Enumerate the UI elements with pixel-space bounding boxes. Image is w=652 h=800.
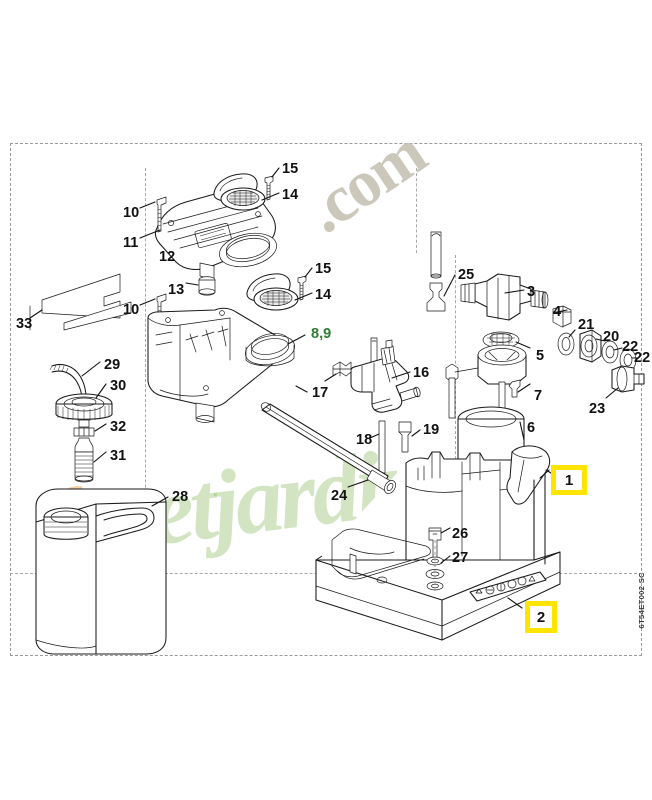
part-24-spray-wand (260, 402, 396, 494)
callout-number-3: 3 (527, 284, 536, 300)
callout-number-14: 14 (282, 187, 299, 203)
callout-number-4: 4 (553, 304, 562, 320)
part-33-label-set (29, 273, 132, 331)
part-21-o-ring (557, 329, 576, 356)
part-3-valve-body (460, 273, 549, 321)
callout-number-24: 24 (331, 488, 348, 504)
part-29-30-31-32-cap-assembly (49, 361, 113, 483)
callout-number-6: 6 (527, 420, 536, 436)
callout-number-8-9: 8,9 (311, 326, 332, 342)
callout-number-15: 15 (282, 161, 299, 177)
part-8-9-tank-housing (147, 307, 308, 423)
callout-number-5: 5 (536, 348, 545, 364)
callout-number-26: 26 (452, 526, 469, 542)
callout-number-22: 22 (622, 339, 639, 355)
callout-number-29: 29 (104, 357, 121, 373)
part-22-washer-a (601, 340, 623, 364)
callout-number-20: 20 (603, 329, 620, 345)
part-2-warning-decal (469, 571, 547, 609)
highlight-box-2[interactable]: 2 (525, 601, 557, 633)
callout-number-13: 13 (168, 282, 185, 298)
pump-head (445, 344, 531, 419)
callout-number-14: 14 (315, 287, 332, 303)
callout-number-22: 22 (634, 350, 651, 366)
part-16-control-valve (350, 339, 421, 413)
callout-number-31: 31 (110, 448, 127, 464)
drawing-code: 6T54ET002 SC (637, 572, 646, 629)
callout-number-21: 21 (578, 317, 595, 333)
callout-number-33: 33 (16, 316, 33, 332)
callout-number-10: 10 (123, 205, 140, 221)
callout-number-12: 12 (159, 249, 176, 265)
part-14-15-lower (246, 267, 313, 311)
part-23-hose-connector (605, 365, 645, 399)
part-13-grommet (185, 276, 216, 296)
part-4-cap-nut (552, 305, 572, 328)
callout-number-7: 7 (534, 388, 543, 404)
part-26-27-fasteners (425, 527, 451, 592)
callout-number-32: 32 (110, 419, 127, 435)
part-5-sealing-washer (482, 331, 531, 349)
part-1-nozzle-shroud (506, 445, 557, 565)
highlight-label-2: 2 (536, 608, 546, 626)
callout-number-30: 30 (110, 378, 127, 394)
callout-number-28: 28 (172, 489, 189, 505)
callout-number-10: 10 (123, 302, 140, 318)
part-19-bushing (398, 421, 421, 453)
part-14-15-upper (213, 167, 280, 211)
callout-number-25: 25 (458, 267, 475, 283)
highlight-label-1: 1 (564, 471, 574, 489)
machine-frame (315, 451, 561, 641)
callout-number-19: 19 (423, 422, 440, 438)
callout-number-16: 16 (413, 365, 430, 381)
part-20-coupling-nut (579, 329, 606, 363)
callout-number-23: 23 (589, 401, 606, 417)
part-28-fuel-canister (35, 488, 169, 655)
highlight-box-1[interactable]: 1 (551, 465, 587, 495)
part-25-nozzle-tip (426, 231, 456, 312)
callout-number-27: 27 (452, 550, 469, 566)
part-17-cross-fitting (324, 361, 352, 382)
callout-number-18: 18 (356, 432, 373, 448)
callout-number-17: 17 (312, 385, 329, 401)
callout-number-15: 15 (315, 261, 332, 277)
callout-number-11: 11 (123, 235, 139, 251)
